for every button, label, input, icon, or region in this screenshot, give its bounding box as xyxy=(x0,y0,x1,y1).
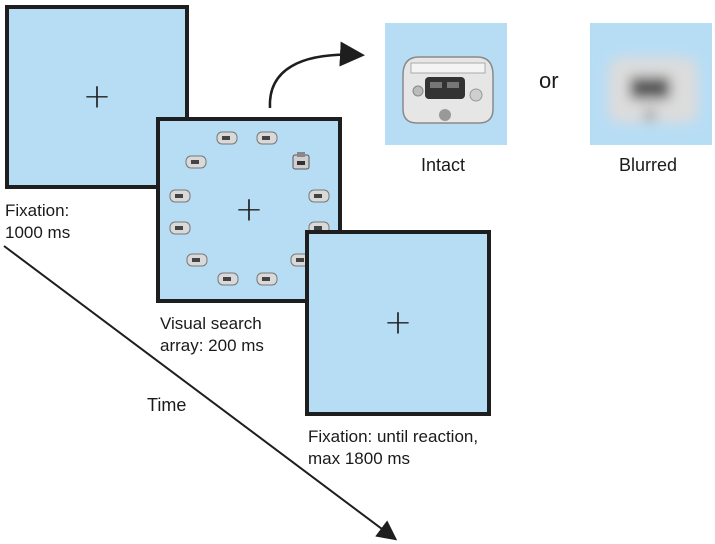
object-item xyxy=(256,272,278,286)
fixation-cross: + xyxy=(383,302,413,343)
fixation-start-label: Fixation: 1000 ms xyxy=(5,201,71,242)
time-label: Time xyxy=(147,395,187,415)
object-icon xyxy=(608,57,698,123)
blurred-label: Blurred xyxy=(619,155,678,175)
object-icon xyxy=(402,56,494,124)
fixation-panel-start: + xyxy=(5,5,189,189)
object-item xyxy=(256,131,278,145)
object-item xyxy=(169,221,191,235)
object-item xyxy=(217,272,239,286)
search-array-label: Visual search array: 200 ms xyxy=(160,314,264,355)
blurred-example-image xyxy=(590,23,712,145)
object-item xyxy=(186,253,208,267)
object-item xyxy=(169,189,191,203)
intact-label: Intact xyxy=(421,155,466,175)
or-label: or xyxy=(539,68,559,93)
object-item xyxy=(185,155,207,169)
fixation-end-label: Fixation: until reaction, max 1800 ms xyxy=(308,427,479,468)
fixation-panel-end: + xyxy=(305,230,491,416)
target-item xyxy=(292,152,310,170)
fixation-cross: + xyxy=(234,189,264,230)
intact-example-image xyxy=(385,23,507,145)
object-item xyxy=(308,189,330,203)
fixation-cross: + xyxy=(82,76,112,117)
object-item xyxy=(216,131,238,145)
